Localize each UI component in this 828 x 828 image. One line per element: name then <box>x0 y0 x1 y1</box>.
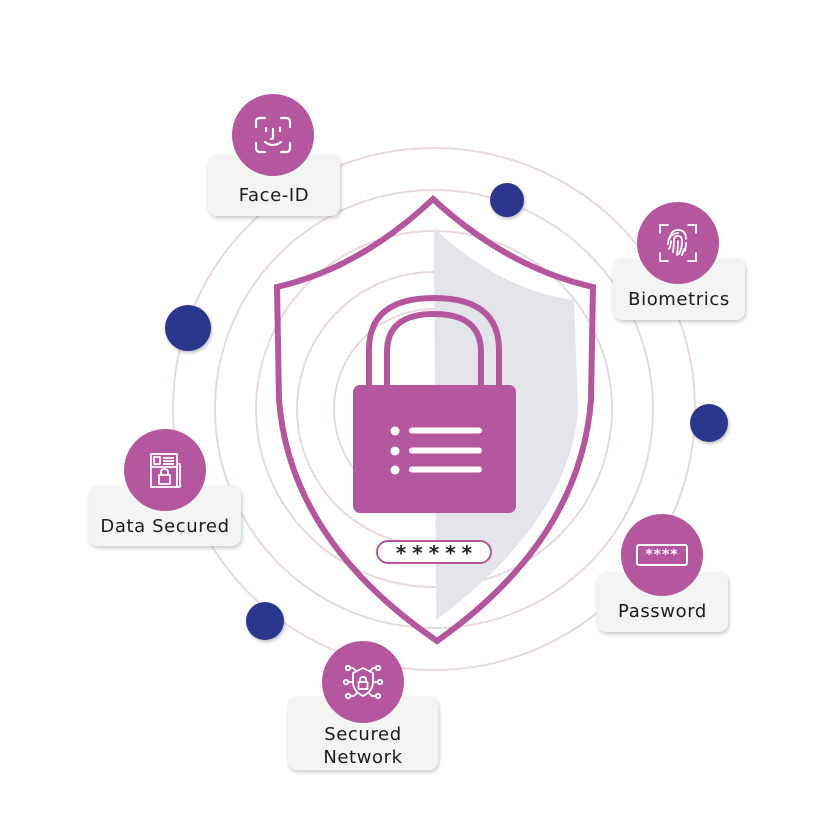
biometrics-badge <box>637 202 719 284</box>
password-mask-field: ***** <box>376 540 492 564</box>
feature-card-password: Password <box>597 572 728 632</box>
ring-3 <box>255 230 613 588</box>
password-field-icon: **** <box>636 544 688 566</box>
secured-network-badge <box>322 641 404 723</box>
face-id-icon <box>254 116 292 154</box>
feature-label: Data Secured <box>100 516 230 537</box>
feature-label: Face-ID <box>238 185 310 206</box>
shield-icon <box>273 194 597 645</box>
network-shield-icon <box>342 664 384 700</box>
feature-card-face-id: Face-ID <box>208 155 340 216</box>
orbit-dot-bottom-left <box>246 602 284 640</box>
face-id-badge <box>232 94 314 176</box>
feature-label: Biometrics <box>628 289 730 310</box>
orbit-dot-top <box>490 183 524 217</box>
password-badge: **** <box>621 514 703 596</box>
feature-label-line2: Network <box>323 747 403 768</box>
feature-card-secured-network: Secured Network <box>288 697 438 770</box>
orbit-dot-right <box>690 404 728 442</box>
feature-label: Password <box>618 601 707 622</box>
feature-card-data-secured: Data Secured <box>89 486 241 546</box>
password-icon-text: **** <box>645 547 679 563</box>
data-secured-badge <box>124 429 206 511</box>
secure-folder-icon <box>150 453 181 488</box>
feature-label-line1: Secured <box>324 724 402 745</box>
orbit-dot-left <box>165 305 211 351</box>
padlock-icon <box>353 294 516 513</box>
ring-4 <box>214 189 654 629</box>
fingerprint-icon <box>659 224 697 262</box>
